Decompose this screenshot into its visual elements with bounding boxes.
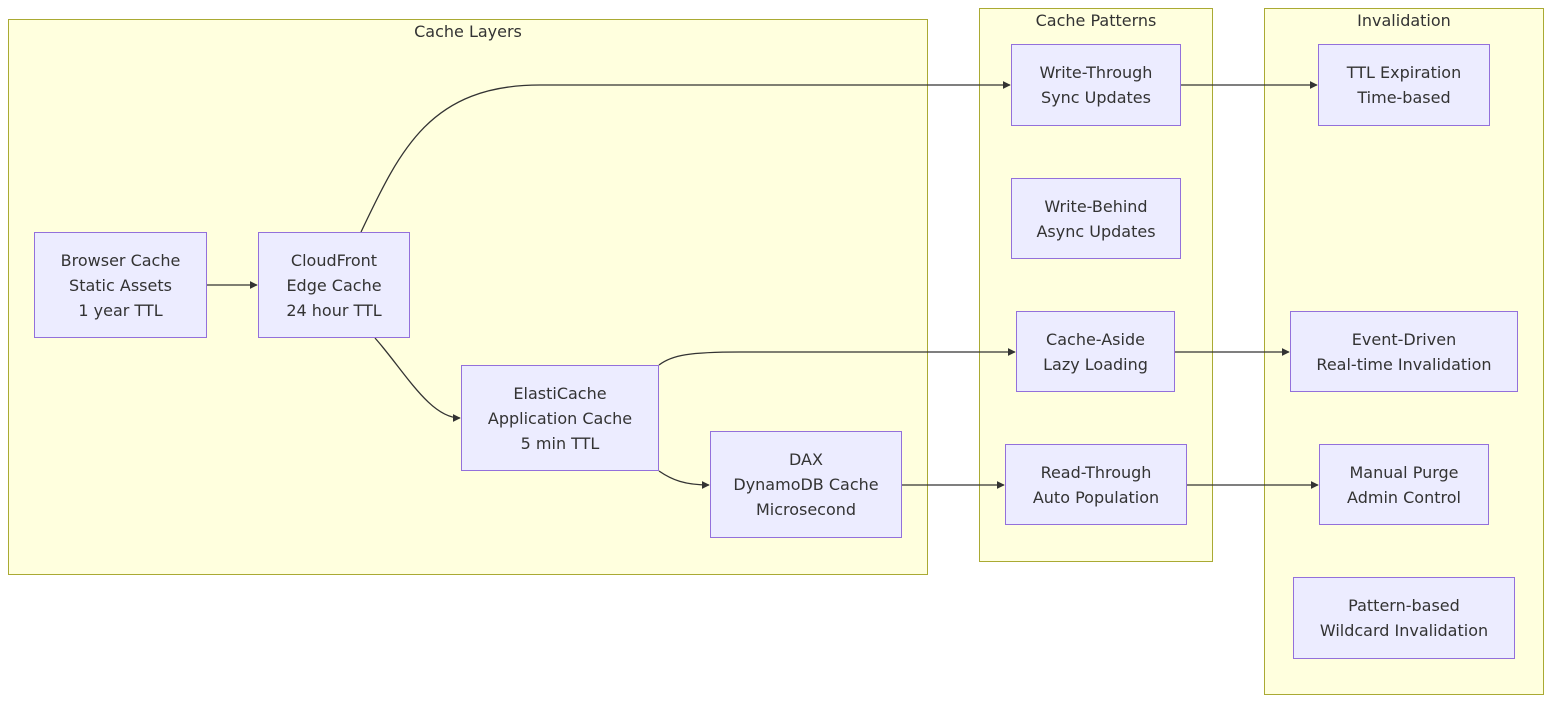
cluster-title-cache-patterns: Cache Patterns [1035, 11, 1157, 30]
node-browser-cache-line-2: Static Assets [69, 275, 172, 295]
node-browser-cache-line-3: 1 year TTL [78, 300, 163, 320]
node-ttl-expiration-line-2: Time-based [1357, 88, 1451, 107]
node-browser-cache: Browser Cache Static Assets 1 year TTL [34, 232, 207, 338]
node-manual-purge-line-1: Manual Purge [1349, 462, 1459, 482]
node-elasticache: ElastiCache Application Cache 5 min TTL [461, 365, 659, 471]
node-cloudfront-line-2: Edge Cache [286, 275, 382, 295]
cluster-title-cache-layers: Cache Layers [414, 22, 522, 41]
node-dax-line-1: DAX [789, 450, 823, 469]
node-browser-cache-line-1: Browser Cache [60, 250, 181, 270]
node-write-behind: Write-Behind Async Updates [1011, 178, 1181, 259]
node-cache-aside: Cache-Aside Lazy Loading [1016, 311, 1175, 392]
node-cloudfront-line-1: CloudFront [290, 250, 378, 270]
cluster-title-invalidation: Invalidation [1357, 11, 1451, 30]
node-read-through-line-2: Auto Population [1032, 487, 1160, 507]
node-cache-aside-line-1: Cache-Aside [1046, 329, 1145, 349]
node-elasticache-line-2: Application Cache [487, 408, 633, 428]
node-write-through-line-2: Sync Updates [1041, 88, 1151, 107]
node-write-behind-line-1: Write-Behind [1044, 196, 1148, 216]
node-read-through: Read-Through Auto Population [1005, 444, 1187, 525]
node-pattern-based: Pattern-based Wildcard Invalidation [1293, 577, 1515, 659]
node-ttl-expiration-line-1: TTL Expiration [1346, 63, 1462, 82]
node-write-through: Write-Through Sync Updates [1011, 44, 1181, 126]
node-write-through-line-1: Write-Through [1039, 63, 1153, 82]
node-manual-purge-line-2: Admin Control [1347, 487, 1461, 507]
node-dax: DAX DynamoDB Cache Microsecond [710, 431, 902, 538]
node-pattern-based-line-2: Wildcard Invalidation [1319, 621, 1489, 640]
node-event-driven: Event-Driven Real-time Invalidation [1290, 311, 1518, 392]
node-elasticache-line-1: ElastiCache [513, 383, 607, 403]
node-ttl-expiration: TTL Expiration Time-based [1318, 44, 1490, 126]
node-cloudfront: CloudFront Edge Cache 24 hour TTL [258, 232, 410, 338]
node-cloudfront-line-3: 24 hour TTL [286, 300, 382, 320]
node-pattern-based-line-1: Pattern-based [1348, 596, 1460, 615]
node-dax-line-3: Microsecond [755, 500, 857, 519]
node-elasticache-line-3: 5 min TTL [520, 433, 600, 453]
node-manual-purge: Manual Purge Admin Control [1319, 444, 1489, 525]
node-read-through-line-1: Read-Through [1040, 462, 1152, 482]
node-dax-line-2: DynamoDB Cache [733, 475, 879, 494]
node-cache-aside-line-2: Lazy Loading [1043, 354, 1148, 374]
node-event-driven-line-1: Event-Driven [1351, 329, 1457, 349]
node-event-driven-line-2: Real-time Invalidation [1316, 354, 1492, 374]
node-write-behind-line-2: Async Updates [1036, 221, 1156, 241]
